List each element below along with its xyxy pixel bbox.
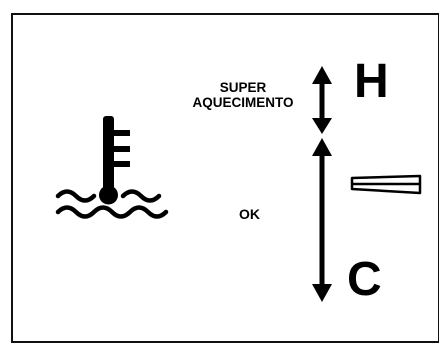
cold-label: C	[347, 253, 382, 306]
overheat-label: SUPER AQUECIMENTO	[168, 80, 318, 110]
hot-label: H	[354, 55, 389, 108]
normal-range-arrow	[312, 138, 332, 302]
gauge-needle-icon	[350, 174, 422, 195]
overheat-label-line1: SUPER	[219, 80, 267, 95]
coolant-temperature-icon	[55, 116, 169, 219]
ok-label: OK	[239, 206, 260, 222]
diagram-frame	[11, 13, 439, 343]
overheat-label-line2: AQUECIMENTO	[192, 95, 294, 110]
overheat-range-arrow	[312, 66, 332, 134]
